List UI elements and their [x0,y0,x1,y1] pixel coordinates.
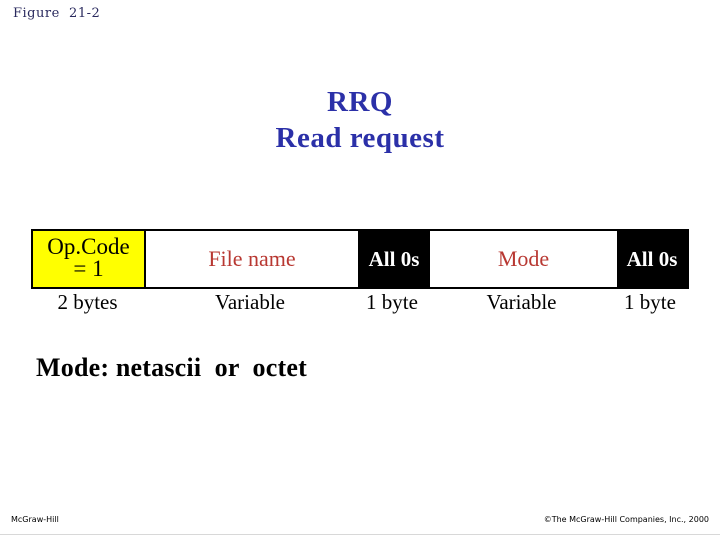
packet-field-opcode: Op.Code = 1 [33,231,146,287]
packet-diagram: Op.Code = 1 File name All 0s Mode All 0s… [31,229,689,314]
footer-copyright: ©The McGraw-Hill Companies, Inc., 2000 [543,515,709,524]
packet-field-row: Op.Code = 1 File name All 0s Mode All 0s [31,229,689,289]
figure-label: Figure 21-2 [13,6,101,21]
opcode-label-line1: Op.Code [47,234,130,259]
size-label-all-zeros-2: 1 byte [624,290,676,314]
page-title: RRQ Read request [0,85,720,157]
footer-divider [0,534,720,535]
title-line-secondary: Read request [275,122,445,154]
packet-field-all-zeros-1: All 0s [358,231,430,287]
footer-publisher: McGraw-Hill [11,515,59,524]
title-line-primary: RRQ [327,86,393,118]
opcode-label-line2: = 1 [73,256,104,281]
packet-size-row: 2 bytes Variable 1 byte Variable 1 byte [31,290,689,314]
size-label-mode: Variable [486,290,557,314]
size-label-file-name: Variable [215,290,285,314]
size-label-opcode: 2 bytes [57,290,118,314]
packet-field-mode: Mode [430,231,617,287]
mode-note: Mode: netascii or octet [36,353,307,382]
packet-field-file-name: File name [146,231,358,287]
size-label-all-zeros-1: 1 byte [366,290,418,314]
packet-field-all-zeros-2: All 0s [617,231,687,287]
